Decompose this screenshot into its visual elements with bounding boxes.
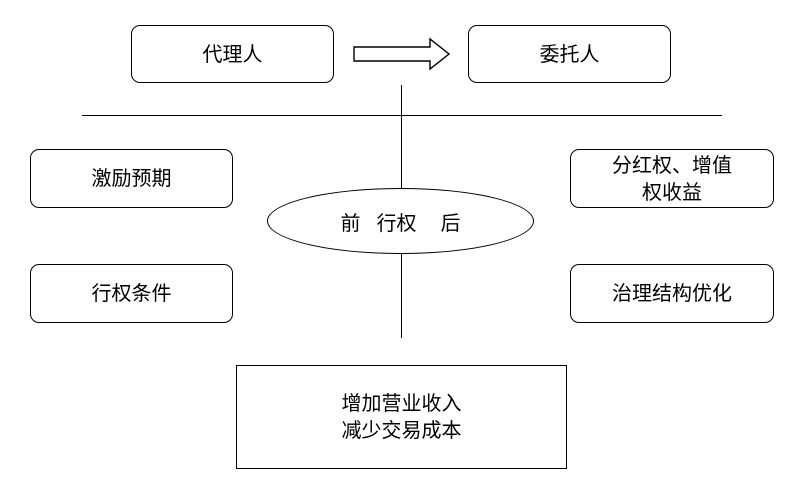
principal-label: 委托人: [539, 41, 600, 66]
ellipse-after-label: 后: [440, 210, 461, 235]
agent-box: 代理人: [131, 25, 334, 83]
incentive-expectation-box: 激励预期: [30, 149, 233, 208]
incentive-expectation-label: 激励预期: [91, 166, 172, 190]
exercise-conditions-box: 行权条件: [30, 264, 233, 323]
outcome-line1: 增加营业收入: [341, 391, 462, 415]
exercise-ellipse: 前 行权 后: [267, 188, 534, 254]
dividend-rights-box: 分红权、增值 权收益: [570, 149, 774, 208]
agent-label: 代理人: [202, 41, 263, 66]
ellipse-middle-label: 行权: [376, 210, 417, 235]
principal-box: 委托人: [468, 25, 671, 83]
outcome-box: 增加营业收入 减少交易成本: [236, 365, 567, 469]
right-arrow-icon: [353, 37, 451, 71]
vertical-connector-upper: [401, 85, 403, 195]
exercise-conditions-label: 行权条件: [91, 281, 172, 305]
vertical-connector-lower: [401, 254, 403, 338]
dividend-rights-line1: 分红权、增值: [612, 152, 732, 177]
dividend-rights-line2: 权收益: [642, 179, 702, 204]
governance-optimization-label: 治理结构优化: [612, 281, 732, 305]
governance-optimization-box: 治理结构优化: [570, 264, 774, 323]
ellipse-before-label: 前: [340, 210, 361, 235]
outcome-line2: 减少交易成本: [341, 418, 462, 442]
